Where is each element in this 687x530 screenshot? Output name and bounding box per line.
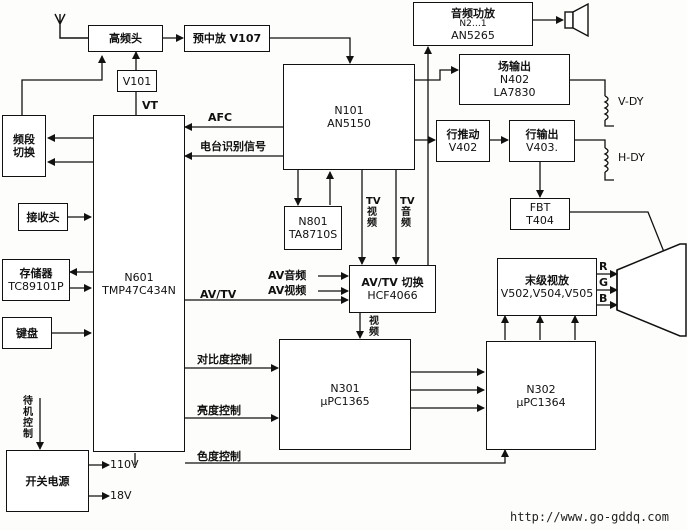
receiver-block: 接收头 <box>18 203 68 231</box>
v101-block: V101 <box>117 70 157 92</box>
v-dy-coil-icon <box>603 95 614 127</box>
band-switch-block: 频段切换 <box>2 115 46 177</box>
av-tv-label: AV/TV <box>200 288 237 301</box>
rf-head-block: 高频头 <box>88 25 163 52</box>
rgb-g-label: G <box>599 276 609 289</box>
crt-tube-icon <box>616 243 687 337</box>
tv-video-label: TV视频 <box>366 196 381 229</box>
station-id-label: 电台识别信号 <box>200 140 266 153</box>
audio-amp-block: 音频功放 N2…1 AN5265 <box>413 2 533 46</box>
vt-label: VT <box>142 99 159 112</box>
standby-label: 待机控制 <box>23 396 33 440</box>
h-dy-coil-icon <box>603 147 614 181</box>
v-dy-label: V-DY <box>618 95 644 108</box>
color-label: 色度控制 <box>197 450 241 463</box>
h-dy-label: H-DY <box>618 151 645 164</box>
av-audio-label: AV音频 <box>268 269 307 282</box>
pre-if-block: 预中放 V107 <box>184 25 270 52</box>
psu-block: 开关电源 <box>6 450 89 512</box>
keyboard-block: 键盘 <box>2 317 52 349</box>
rgb-r-label: R <box>599 260 608 273</box>
speaker-icon <box>564 2 589 38</box>
v110-label: 110V <box>110 458 139 471</box>
contrast-label: 对比度控制 <box>197 353 252 366</box>
tv-audio-label: TV音频 <box>400 196 415 229</box>
v18-label: 18V <box>110 489 132 502</box>
watermark: http://www.go-gddq.com <box>510 510 669 524</box>
rgb-b-label: B <box>599 292 608 305</box>
afc-label: AFC <box>208 111 233 124</box>
av-video-label: AV视频 <box>268 284 307 297</box>
video-label: 视频 <box>369 316 379 338</box>
brightness-label: 亮度控制 <box>197 404 241 417</box>
antenna-icon <box>54 13 88 39</box>
